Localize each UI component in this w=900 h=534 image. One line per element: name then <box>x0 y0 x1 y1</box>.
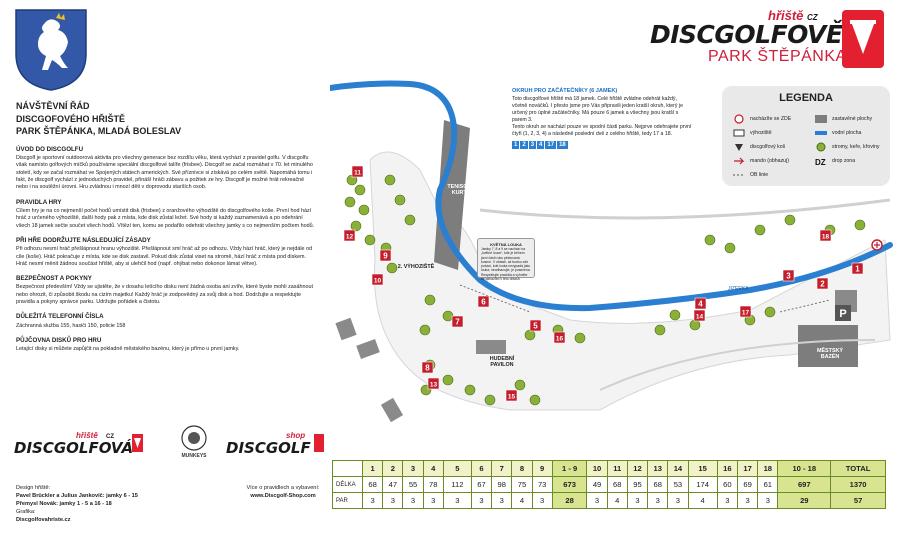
scorecard-table: 1 2 3 4 5 6 7 8 9 1 - 9 10 11 12 13 14 1… <box>332 460 886 509</box>
hole-18: 18 <box>819 229 832 242</box>
svg-text:16: 16 <box>556 336 564 343</box>
brand-subtitle: PARK ŠTĚPÁNKA <box>708 48 847 65</box>
built-area-icon <box>815 115 827 123</box>
scorecard-length-row: DÉLKA 68 47 55 78 112 67 98 75 73 673 49… <box>332 476 886 493</box>
svg-text:18: 18 <box>822 234 830 241</box>
svg-text:1: 1 <box>855 265 860 274</box>
hole-6: 6 <box>477 295 490 308</box>
svg-text:15: 15 <box>508 394 516 401</box>
tee-icon <box>733 129 745 137</box>
hole-12: 12 <box>343 229 356 242</box>
section-heading-phones: DŮLEŽITÁ TELEFONNÍ ČÍSLA <box>16 313 104 321</box>
hole-3: 3 <box>782 269 795 282</box>
sponsor-logos: hřiště CZ DISCGOLFOVÁ MUNKEYS shop DISCG… <box>14 422 324 462</box>
shop-link[interactable]: www.Discgolf-Shop.com <box>250 493 316 500</box>
svg-text:MUNKEYS: MUNKEYS <box>181 453 207 459</box>
city-crest-icon <box>15 9 87 91</box>
section-heading-principles: PŘI HŘE DODRŽUJTE NÁSLEDUJÍCÍ ZÁSADY <box>16 236 151 244</box>
hole-markers: 1 2 3 4 5 6 7 8 9 10 11 12 13 14 15 16 1… <box>343 165 864 402</box>
svg-text:3: 3 <box>786 272 791 281</box>
ob-line-icon <box>733 174 745 176</box>
design-credits: Design hřiště: Pavel Brückler a Julius J… <box>16 485 138 524</box>
svg-text:5: 5 <box>533 322 538 331</box>
second-tee-label: 2. VÝHOZIŠTĚ <box>397 264 435 270</box>
hole-10: 10 <box>371 273 384 286</box>
svg-text:4: 4 <box>698 300 703 309</box>
svg-text:JIZERKA: JIZERKA <box>728 286 749 292</box>
section-text-rules: Cílem hry je na co nejmenší počet hodů u… <box>16 207 315 229</box>
hole-9: 9 <box>379 249 392 262</box>
hole-1: 1 <box>851 262 864 275</box>
svg-text:10: 10 <box>374 278 382 285</box>
pool-building <box>798 325 858 367</box>
svg-text:DISCGOLF: DISCGOLF <box>226 439 311 456</box>
svg-text:CZ: CZ <box>106 434 114 440</box>
document-title: NÁVŠTĚVNÍ ŘÁD DISCGOFOVÉHO HŘIŠTĚ PARK Š… <box>16 101 182 137</box>
svg-text:hřiště: hřiště <box>76 431 98 440</box>
water-icon <box>815 131 827 135</box>
section-text-intro: Discgolf je sportovní outdoorová aktivit… <box>16 155 313 191</box>
pool-label: MĚSTSKÝ BAZÉN <box>816 348 844 360</box>
brand-logo: hřiště CZ DISCGOLFOVĚ PARK ŠTĚPÁNKA <box>648 6 888 76</box>
tennis-courts-label: TENISOVÉ KURTY <box>447 184 475 196</box>
svg-text:DISCGOLFOVÁ: DISCGOLFOVÁ <box>14 438 133 456</box>
section-heading-intro: ÚVOD DO DISCGOLFU <box>16 145 84 153</box>
map-legend: LEGENDA nacházíte se ZDE zastavěné ploch… <box>722 86 890 186</box>
section-text-rental: Letající disky si můžete zapůjčit na pok… <box>16 346 240 353</box>
meadow-info-box: KVĚTNÁ LOUKA Jamky 7, 8 a 9 se nachází n… <box>477 238 535 281</box>
hole-11: 11 <box>351 165 364 178</box>
trees-icon <box>816 142 826 152</box>
section-heading-safety: BEZPEČNOST A POKYNY <box>16 275 92 283</box>
hole-8: 8 <box>421 361 434 374</box>
music-pavilion-label: HUDEBNÍ PAVILON <box>489 356 515 368</box>
beginner-loop-note: OKRUH PRO ZAČÁTEČNÍKY (6 JAMEK) Toto dis… <box>512 88 692 149</box>
basket-icon <box>735 144 743 151</box>
hole-15: 15 <box>505 389 518 402</box>
svg-text:6: 6 <box>481 298 486 307</box>
svg-text:12: 12 <box>346 234 354 241</box>
scorecard-par-row: PAR 3 3 3 3 3 3 3 4 3 28 3 4 3 3 3 4 3 3… <box>332 492 886 509</box>
svg-text:11: 11 <box>354 170 361 177</box>
mando-icon <box>734 157 745 165</box>
basket-badge-icon <box>842 10 884 68</box>
hole-2: 2 <box>816 277 829 290</box>
course-map: JIZERKA 1 2 3 4 5 6 7 8 9 10 11 12 13 14… <box>330 80 893 423</box>
hole-17: 17 <box>739 305 752 318</box>
you-are-here-icon <box>734 114 744 124</box>
rules-document: NÁVŠTĚVNÍ ŘÁD DISCGOFOVÉHO HŘIŠTĚ PARK Š… <box>16 100 316 354</box>
parking-icon <box>835 305 851 321</box>
you-are-here-icon <box>871 239 883 251</box>
section-text-principles: Při odhozu nesmí hráč přešlápnout hranu … <box>16 246 313 267</box>
section-heading-rules: PRAVIDLA HRY <box>16 198 62 206</box>
more-info: Více o pravidlech a vybavení: www.Discgo… <box>246 485 320 500</box>
section-text-safety: Bezpečnost především! Vždy se ujistěte, … <box>16 284 313 306</box>
svg-text:17: 17 <box>742 310 750 317</box>
svg-text:DZ: DZ <box>815 158 826 166</box>
scorecard-header-row: 1 2 3 4 5 6 7 8 9 1 - 9 10 11 12 13 14 1… <box>332 460 886 477</box>
svg-text:7: 7 <box>455 318 460 327</box>
svg-text:9: 9 <box>383 252 388 261</box>
hole-4: 4 <box>694 297 707 310</box>
hole-14: 14 <box>693 309 706 322</box>
svg-text:P: P <box>839 308 846 320</box>
svg-text:14: 14 <box>696 314 704 321</box>
svg-text:8: 8 <box>425 364 430 373</box>
brand-main-text: DISCGOLFOVĚ <box>650 20 843 49</box>
discgolfova-logo: hřiště CZ DISCGOLFOVÁ <box>14 431 143 456</box>
hole-5: 5 <box>529 319 542 332</box>
munkeys-club-logo: MUNKEYS <box>181 425 207 459</box>
hole-7: 7 <box>451 315 464 328</box>
discgolf-shop-logo: shop DISCGOLF <box>226 431 324 456</box>
beginner-holes: 1 2 3 4 17 18 <box>512 140 568 149</box>
river <box>330 80 893 312</box>
svg-text:13: 13 <box>430 382 438 389</box>
hole-13: 13 <box>427 377 440 390</box>
dropzone-icon: DZ <box>815 158 826 166</box>
svg-text:shop: shop <box>286 431 305 440</box>
section-heading-rental: PŮJČOVNA DISKŮ PRO HRU <box>16 337 102 345</box>
hole-16: 16 <box>553 331 566 344</box>
svg-text:2: 2 <box>820 280 825 289</box>
section-text-phones: Záchranná služba 155, hasiči 150, polici… <box>16 322 126 329</box>
